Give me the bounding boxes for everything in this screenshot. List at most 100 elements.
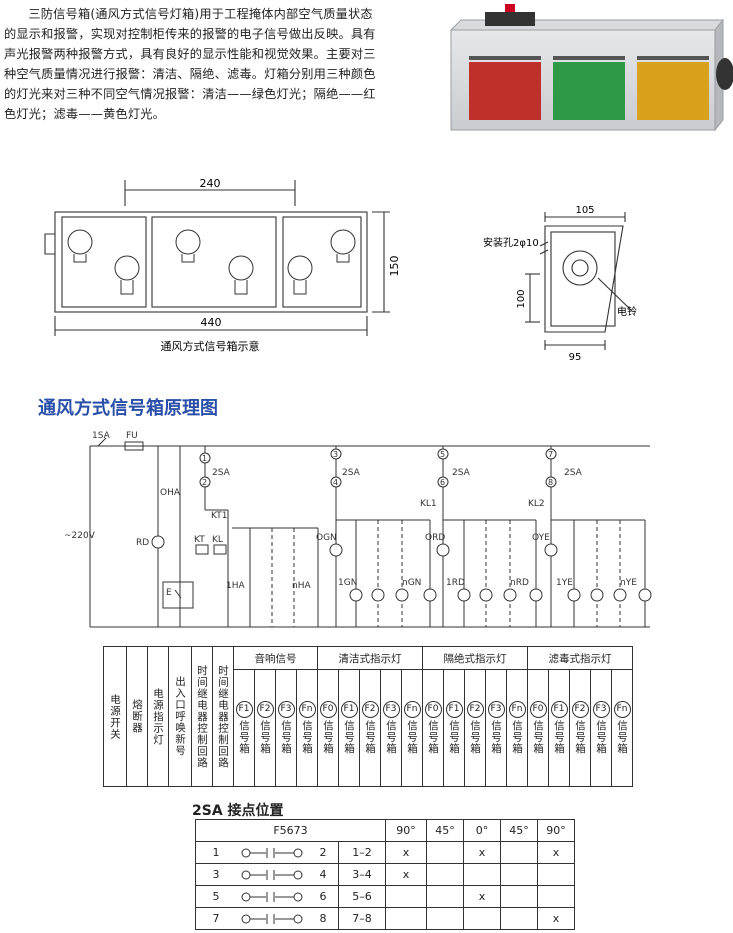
dim-240: 240 — [200, 177, 221, 190]
sch-1rd: 1RD — [446, 578, 465, 588]
sch-fu: FU — [126, 431, 138, 441]
position-mark — [385, 907, 427, 930]
legend-code-badge: F2 — [571, 701, 589, 719]
sch-2sa-3: 2SA — [452, 468, 471, 478]
legend-box-label: 信号箱 — [553, 720, 565, 755]
sch-kt1: KT1 — [211, 511, 227, 521]
sch-ngn: nGN — [402, 578, 421, 588]
sch-oha: OHA — [160, 488, 181, 498]
position-mark: x — [537, 841, 575, 864]
legend-box-label: 信号箱 — [343, 720, 355, 755]
legend-box-label: 信号箱 — [490, 720, 502, 755]
sch-1sa: 1SA — [92, 431, 111, 441]
legend-code-badge: F3 — [277, 701, 295, 719]
legend-box-label: 信号箱 — [427, 720, 439, 755]
legend-box-label: 信号箱 — [595, 720, 607, 755]
contact-left: 5 — [195, 885, 236, 908]
yellow-lamp — [637, 62, 709, 120]
position-mark — [537, 885, 575, 908]
position-mark — [426, 907, 464, 930]
legend-relay-2: 时间继电器控制回路 — [217, 664, 229, 769]
sch-rd: RD — [136, 538, 149, 548]
legend-code-badge: Fn — [613, 701, 631, 719]
legend-box-label: 信号箱 — [469, 720, 481, 755]
legend-code-badge: F1 — [445, 701, 463, 719]
green-lamp — [553, 62, 625, 120]
sch-node-2: 2 — [202, 478, 207, 487]
legend-power-switch: 电源开关 — [109, 693, 121, 740]
dimension-drawing: 240 440 150 通风方式信号箱示意 105 95 100 安装孔2φ10… — [44, 177, 637, 363]
legend-code-badge: Fn — [508, 701, 526, 719]
circuit-schematic: 1SA FU ~220V RD OHA 2SA KT1 KT KL E 1HA … — [64, 431, 652, 628]
legend-code-badge: F0 — [529, 701, 547, 719]
dim-100: 100 — [516, 289, 527, 308]
legend-code-badge: F0 — [319, 701, 337, 719]
sch-ord: ORD — [425, 533, 445, 543]
legend-code-badge: F1 — [235, 701, 253, 719]
contact-right: 6 — [308, 885, 339, 908]
position-mark — [500, 841, 538, 864]
contact-symbol — [236, 907, 308, 930]
position-mark — [426, 885, 464, 908]
legend-call-signal: 出入口呼唤新号 — [174, 676, 186, 757]
positions-angle-3: 0° — [463, 819, 501, 842]
sch-node-3: 3 — [333, 450, 338, 459]
legend-code-badge: F0 — [424, 701, 442, 719]
legend-power-lamp: 电源指示灯 — [152, 687, 164, 746]
signal-box-photo — [449, 4, 733, 132]
legend-box-label: 信号箱 — [511, 720, 523, 755]
legend-box-label: 信号箱 — [280, 720, 292, 755]
contact-symbol-icon — [241, 848, 303, 858]
position-mark — [463, 907, 501, 930]
sch-node-8: 8 — [548, 478, 553, 487]
sch-2sa-2: 2SA — [342, 468, 361, 478]
contact-symbol-icon — [241, 870, 303, 880]
legend-code-badge: F2 — [361, 701, 379, 719]
positions-model: F5673 — [195, 819, 386, 842]
contact-symbol — [236, 841, 308, 864]
legend-code-badge: F3 — [592, 701, 610, 719]
sch-voltage: ~220V — [64, 531, 96, 541]
bell-label: 电铃 — [617, 305, 637, 318]
position-mark — [426, 841, 464, 864]
contact-left: 3 — [195, 863, 236, 886]
contact-pair: 7–8 — [338, 907, 386, 930]
legend-box-label: 信号箱 — [574, 720, 586, 755]
position-mark — [426, 863, 464, 886]
legend-group-clean: 清洁式指示灯 — [317, 646, 423, 670]
position-mark — [463, 863, 501, 886]
sch-node-7: 7 — [548, 450, 553, 459]
sch-oye: OYE — [532, 533, 550, 543]
legend-box-label: 信号箱 — [532, 720, 544, 755]
legend-box-label: 信号箱 — [322, 720, 334, 755]
legend-relay-1: 时间继电器控制回路 — [196, 664, 208, 769]
positions-angle-4: 45° — [500, 819, 538, 842]
sch-ogn: OGN — [316, 533, 337, 543]
legend-code-badge: F2 — [466, 701, 484, 719]
legend-box-label: 信号箱 — [448, 720, 460, 755]
dim-105: 105 — [575, 205, 594, 216]
sch-nrd: nRD — [510, 578, 529, 588]
legend-code-badge: F2 — [256, 701, 274, 719]
contact-pair: 1–2 — [338, 841, 386, 864]
sch-kl2: KL2 — [528, 499, 545, 509]
positions-angle-1: 90° — [385, 819, 427, 842]
position-mark: x — [463, 841, 501, 864]
sch-1gn: 1GN — [338, 578, 357, 588]
position-mark — [500, 885, 538, 908]
legend-group-isolate: 隔绝式指示灯 — [422, 646, 528, 670]
legend-box-label: 信号箱 — [238, 720, 250, 755]
